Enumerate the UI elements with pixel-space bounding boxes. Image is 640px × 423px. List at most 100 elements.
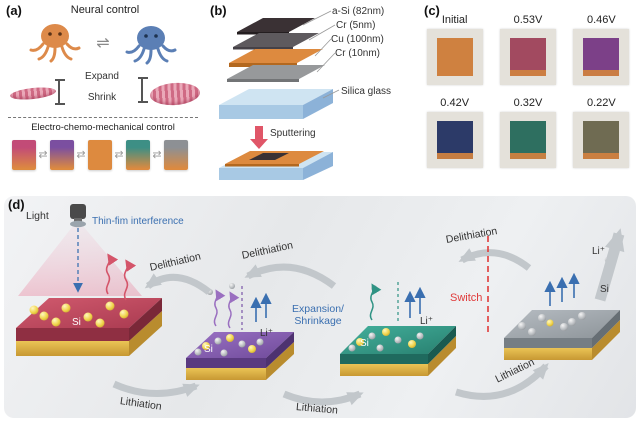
light-cone <box>18 226 142 296</box>
sample-label: 0.42V <box>440 97 470 109</box>
reflected-light-arrows <box>105 253 137 301</box>
expansion-line: Expansion/ <box>292 303 344 315</box>
octopus-illustration: ⇌ <box>29 24 177 65</box>
delithiation-arrow-1 <box>144 273 212 295</box>
sample-chip <box>436 121 473 159</box>
sample-initial: Initial <box>420 14 489 85</box>
pointer-lines <box>302 10 340 99</box>
octopus-blue-icon <box>125 26 177 65</box>
chip-purple <box>186 283 294 380</box>
sputtering-stack-illustration <box>219 10 340 180</box>
color-state-square <box>126 140 150 170</box>
sample-chip <box>509 38 546 76</box>
si-label-chip4: Si <box>600 284 609 295</box>
sputtering-arrow-icon <box>250 126 268 149</box>
device-after-sputtering <box>219 151 333 180</box>
layer-cu <box>229 49 323 67</box>
interference-label: Thin-fim interference <box>92 216 184 227</box>
si-label-chip2: Si <box>204 344 213 355</box>
sample-label: 0.46V <box>586 14 616 26</box>
sample-photo <box>573 112 630 168</box>
si-spheres <box>29 301 129 328</box>
li-label-chip2: Li⁺ <box>260 328 274 339</box>
reflected-light-arrows <box>369 283 382 321</box>
sample-label: 0.32V <box>513 97 543 109</box>
switch-label: Switch <box>450 292 483 304</box>
layer-label-asi: a-Si (82nm) <box>332 6 385 17</box>
expand-label: Expand <box>85 71 119 82</box>
ion-flux-arrows <box>250 292 272 322</box>
light-label: Light <box>26 210 49 222</box>
sample-chip <box>583 38 620 76</box>
layer-cr-5nm <box>233 33 319 50</box>
sample-022v: 0.22V <box>567 97 636 168</box>
divider <box>8 117 198 118</box>
sample-photo <box>499 112 556 168</box>
chip-teal <box>340 282 456 376</box>
si-label-chip3: Si <box>360 338 369 349</box>
muscle-relaxed <box>9 85 57 102</box>
ion-flux-arrows <box>404 286 426 318</box>
swap-arrows-icon: ⇄ <box>152 149 162 161</box>
sample-photo <box>426 112 483 168</box>
muscle-contracted <box>149 81 201 107</box>
sample-032v: 0.32V <box>493 97 562 168</box>
delithiation-arrow-3 <box>458 248 532 271</box>
lithiation-arrow-2 <box>282 390 364 406</box>
lithiation-arrow-3 <box>454 363 549 400</box>
neural-control-title: Neural control <box>70 4 140 16</box>
delithiation-arrow-2 <box>244 263 337 289</box>
measure-bar-icon <box>138 77 148 103</box>
lithiation-arrow-1 <box>112 380 200 397</box>
sample-label: Initial <box>441 14 468 26</box>
sample-photo <box>426 29 483 85</box>
li-label-chip3: Li⁺ <box>420 316 434 327</box>
li-release-arrow <box>594 228 625 302</box>
sample-photo <box>499 29 556 85</box>
sputtering-label: Sputtering <box>270 128 316 139</box>
color-state-square <box>12 140 36 170</box>
ecm-control-title: Electro-chemo-mechanical control <box>31 122 175 133</box>
panel-d-label: (d) <box>8 197 25 212</box>
si-label-chip1: Si <box>72 317 81 328</box>
voltage-sample-grid: Initial 0.53V 0.46V 0.42V 0.32V 0.22V <box>420 14 636 168</box>
chip-gray-delithiated <box>504 228 625 360</box>
panel-a-label: (a) <box>6 3 22 18</box>
swap-arrows-icon: ⇄ <box>38 149 48 161</box>
si-li-spheres <box>348 285 424 352</box>
sample-053v: 0.53V <box>493 14 562 85</box>
panel-c-label: (c) <box>424 3 440 18</box>
layer-cr-10nm <box>227 65 325 82</box>
shrinkage-line: Shrinkage <box>294 315 342 327</box>
swap-arrows-icon: ⇄ <box>114 149 124 161</box>
reflected-light-arrows <box>213 289 240 329</box>
octopus-orange-icon <box>29 24 81 63</box>
panel-b-label: (b) <box>210 3 227 18</box>
color-state-square <box>164 140 188 170</box>
layer-a-si <box>237 18 315 35</box>
expansion-shrinkage-label: Expansion/ Shrinkage <box>278 303 358 327</box>
sample-chip <box>583 121 620 159</box>
equilibrium-arrows-icon: ⇌ <box>96 35 109 52</box>
layer-label-cr10: Cr (10nm) <box>335 48 381 59</box>
color-state-square <box>50 140 74 170</box>
si-li-spheres <box>194 283 264 357</box>
chip-red-lithiated <box>16 253 162 356</box>
silica-glass-slab <box>219 89 333 119</box>
sample-chip <box>509 121 546 159</box>
layer-label-cu: Cu (100nm) <box>331 34 384 45</box>
measure-bar-icon <box>55 79 65 105</box>
sample-photo <box>573 29 630 85</box>
lithiation-cycle-illustration <box>16 204 625 406</box>
silica-glass-label: Silica glass <box>341 86 392 97</box>
sample-042v: 0.42V <box>420 97 489 168</box>
sample-046v: 0.46V <box>567 14 636 85</box>
sample-label: 0.53V <box>513 14 543 26</box>
li-label-chip4: Li⁺ <box>592 246 606 257</box>
lamp-icon <box>70 204 86 228</box>
shrink-label: Shrink <box>87 92 117 103</box>
swap-arrows-icon: ⇄ <box>76 149 86 161</box>
ion-flux-arrows <box>544 272 580 306</box>
cycle-arrows <box>112 248 549 406</box>
